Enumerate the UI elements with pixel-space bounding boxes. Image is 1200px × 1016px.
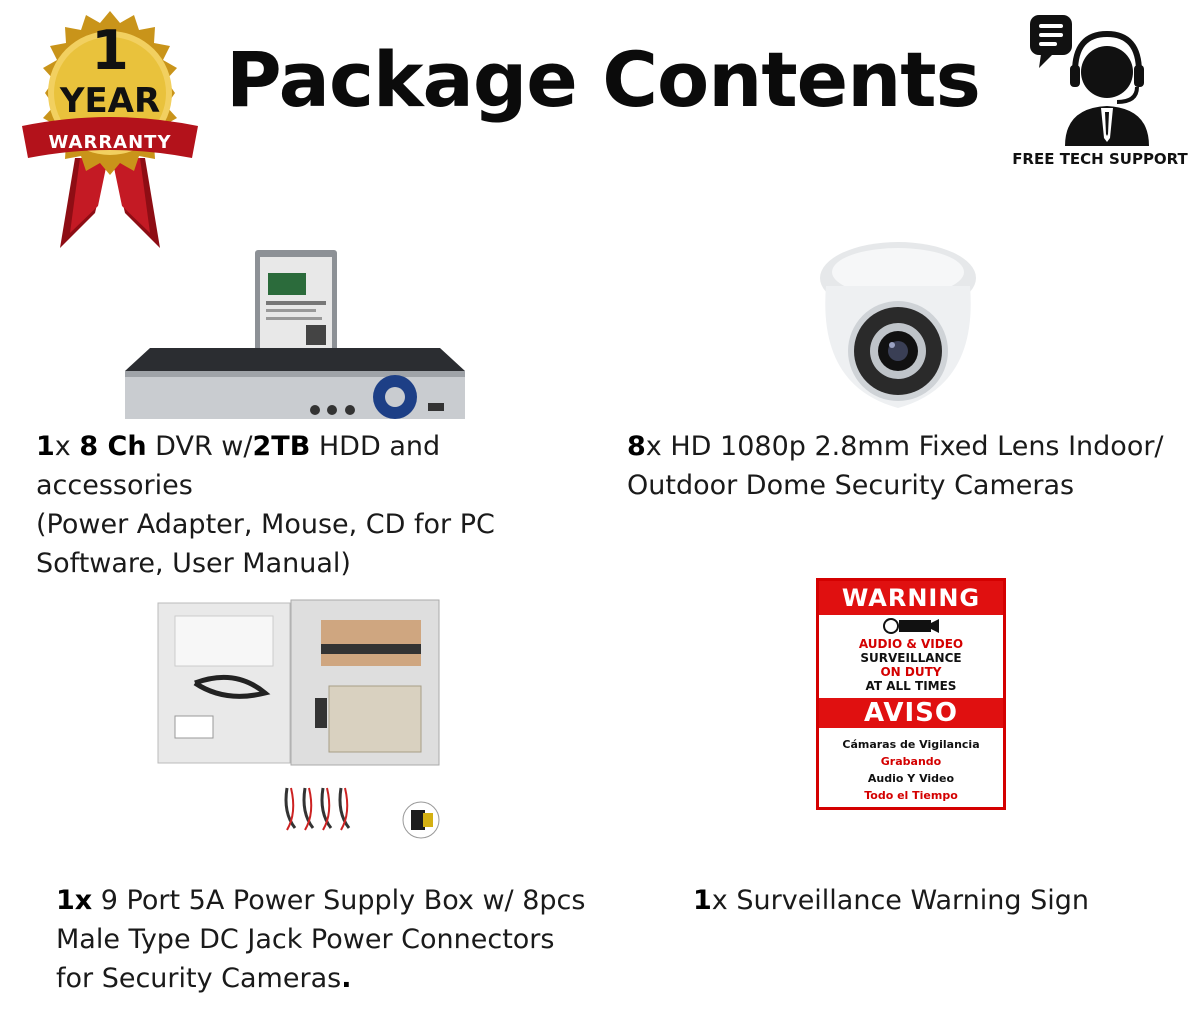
item-sign-caption: 1x Surveillance Warning Sign [693,881,1173,920]
item-1-bold-1: 8 Ch [79,431,147,462]
sign-line-4: AT ALL TIMES [865,679,957,693]
item-4-text-1: x Surveillance Warning Sign [711,885,1089,916]
warranty-seal-icon [22,11,198,248]
item-1-line-2: (Power Adapter, Mouse, CD for PC [36,509,495,540]
warranty-number: 1 [91,19,129,82]
power-supply-image [155,598,445,848]
sign-warning: WARNING [819,581,1003,615]
headset-support-icon [1030,15,1149,146]
item-3-line-3: for Security Cameras [56,963,342,994]
item-2-qty: 8 [627,431,646,462]
item-1-bold-2: 2TB [252,431,311,462]
sign-line-5: Cámaras de Vigilancia [842,738,980,751]
sign-line-6: Grabando [880,755,942,768]
item-1-line-3: Software, User Manual) [36,548,351,579]
item-3-qty: 1x [56,885,93,916]
sign-line-7: Audio Y Video [867,772,955,785]
warranty-badge: 1 YEAR WARRANTY [20,8,200,253]
dome-camera-image [808,236,988,418]
item-dvr-caption: 1x 8 Ch DVR w/2TB HDD and accessories (P… [36,427,596,583]
sign-line-2: SURVEILLANCE [860,651,962,665]
page-title: Package Contents [226,35,981,124]
sign-line-8: Todo el Tiempo [864,789,958,802]
item-3-text-1: 9 Port 5A Power Supply Box w/ 8pcs [92,885,586,916]
dvr-image [120,245,470,425]
camera-icon [883,618,939,634]
item-camera-caption: 8x HD 1080p 2.8mm Fixed Lens Indoor/ Out… [627,427,1187,505]
item-1-qty-suffix: x [54,431,80,462]
sign-line-3: ON DUTY [880,665,942,679]
item-2-line-2: Outdoor Dome Security Cameras [627,470,1075,501]
tech-support-badge [1025,10,1185,150]
sign-line-1: AUDIO & VIDEO [858,637,964,651]
warning-sign: WARNING AUDIO & VIDEO SURVEILLANCE ON DU… [816,578,1006,810]
item-1-qty: 1 [36,431,55,462]
item-3-line-2: Male Type DC Jack Power Connectors [56,924,555,955]
item-4-qty: 1 [693,885,712,916]
item-2-text-1: x HD 1080p 2.8mm Fixed Lens Indoor/ [645,431,1164,462]
warranty-ribbon-text: WARRANTY [48,132,172,153]
sign-aviso: AVISO [819,698,1003,728]
item-1-text-2: HDD and accessories [36,431,441,501]
item-1-text-1: DVR w/ [146,431,253,462]
free-tech-support-label: FREE TECH SUPPORT [1012,150,1188,168]
item-power-supply-caption: 1x 9 Port 5A Power Supply Box w/ 8pcs Ma… [56,881,616,998]
warranty-unit: YEAR [59,81,161,121]
item-3-end: . [341,963,352,994]
